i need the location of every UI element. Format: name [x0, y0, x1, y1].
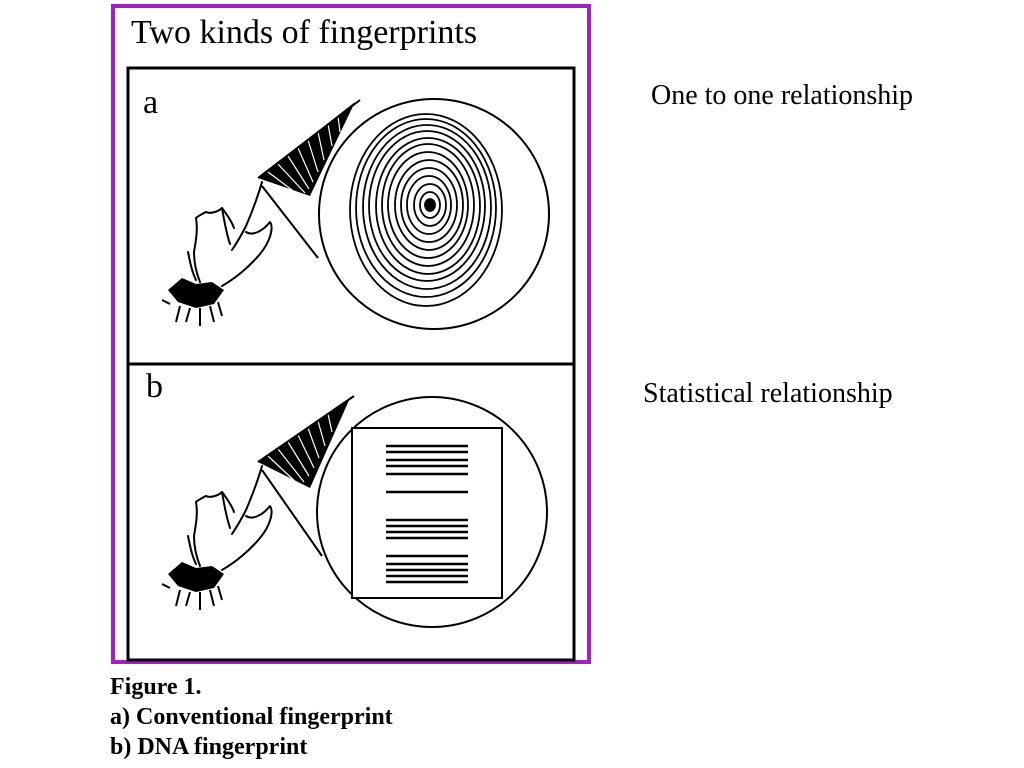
hand-icon-b: [187, 465, 273, 571]
panel-b-box: [126, 362, 576, 662]
hand-icon: [187, 181, 273, 287]
panel-a-letter: a: [143, 84, 159, 121]
caption-line-3: b) DNA fingerprint: [110, 734, 308, 760]
caption-line-2: a) Conventional fingerprint: [110, 704, 393, 730]
magnifier-cone-a: [257, 99, 361, 259]
note-statistical: Statistical relationship: [643, 378, 893, 409]
figure-caption: Figure 1. a) Conventional fingerprint b)…: [110, 672, 393, 762]
wrist-cuff-a: [168, 278, 224, 308]
panel-b-letter: b: [146, 368, 163, 405]
dna-bands-icon: [351, 427, 503, 599]
figure-title: Two kinds of fingerprints: [131, 14, 478, 51]
note-one-to-one: One to one relationship: [651, 80, 914, 111]
wrist-cuff-b: [168, 562, 224, 592]
caption-line-1: Figure 1.: [110, 674, 202, 700]
magnifier-circle-b: [316, 396, 548, 628]
fingerprint-icon: [349, 113, 503, 307]
magnifier-cone-b: [257, 395, 355, 557]
magnifier-circle-a: [318, 98, 550, 330]
